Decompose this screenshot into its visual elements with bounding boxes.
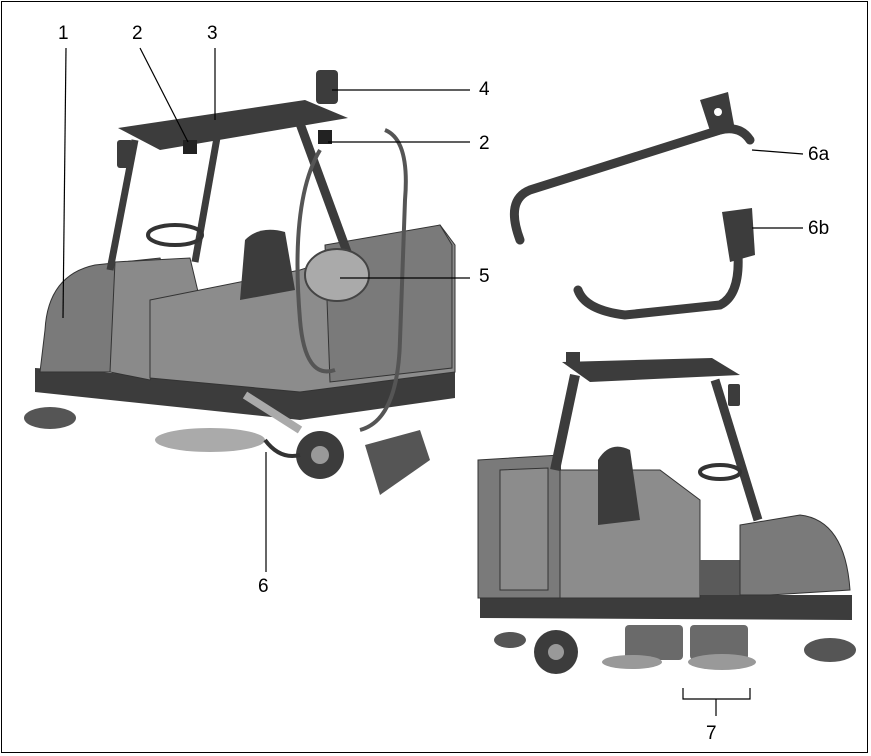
side-pillar-rear <box>550 373 580 472</box>
side-brush-rear <box>494 632 526 648</box>
side-pad-1 <box>602 655 662 669</box>
side-brush-front <box>804 638 856 662</box>
callout-3: 3 <box>207 23 218 44</box>
side-rear-panel <box>499 467 549 591</box>
side-steering-wheel <box>698 463 742 481</box>
leader-1 <box>62 47 67 319</box>
main-roof <box>118 100 348 150</box>
callout-6a: 6a <box>808 144 830 165</box>
main-hose-reel <box>304 248 370 302</box>
side-mirror <box>728 384 740 406</box>
main-steering-wheel <box>146 223 204 247</box>
side-scrub-deck-1 <box>625 625 683 660</box>
bracket-7 <box>682 688 751 716</box>
leader-6a <box>751 149 804 155</box>
side-beacon <box>566 352 580 364</box>
callout-6: 6 <box>258 576 269 597</box>
callout-7: 7 <box>706 723 717 744</box>
side-mid-body <box>559 469 701 599</box>
callout-1: 1 <box>58 23 69 44</box>
leader-lines <box>62 47 804 716</box>
main-beacon <box>316 70 338 104</box>
side-roof <box>562 358 740 382</box>
main-mirror <box>117 140 133 168</box>
side-chassis <box>480 595 852 620</box>
guard-rail-6b <box>573 250 743 320</box>
guard-rail-6a-hole <box>714 108 722 116</box>
main-seat <box>240 229 295 300</box>
side-pillar-front <box>710 378 763 522</box>
callout-5: 5 <box>479 266 490 287</box>
main-work-light-left <box>183 140 197 154</box>
main-work-light-right <box>318 130 332 144</box>
main-guard-rail <box>263 438 301 458</box>
side-wheel-hub <box>548 644 564 660</box>
main-squeegee <box>365 430 430 495</box>
callout-6b: 6b <box>808 218 830 239</box>
main-scrub-deck <box>155 428 265 452</box>
side-seat <box>598 446 640 525</box>
main-pillar-rear <box>290 108 355 262</box>
side-front-hood <box>739 514 851 596</box>
guard-rail-6b-bracket <box>722 208 755 262</box>
main-pillar-front-right <box>191 131 222 263</box>
side-scrub-deck-2 <box>690 625 748 660</box>
main-handle-arm <box>242 391 303 434</box>
callout-4: 4 <box>479 79 490 100</box>
leader-2a <box>139 47 189 143</box>
main-machine <box>24 70 456 495</box>
guard-rail-6a <box>509 124 755 245</box>
callout-2-roof-light: 2 <box>132 23 143 44</box>
callout-2-rear-light: 2 <box>479 133 490 154</box>
side-machine <box>477 352 856 674</box>
main-wheel-hub <box>311 446 329 464</box>
side-pad-2 <box>688 654 756 670</box>
main-side-brush-left <box>24 407 76 429</box>
